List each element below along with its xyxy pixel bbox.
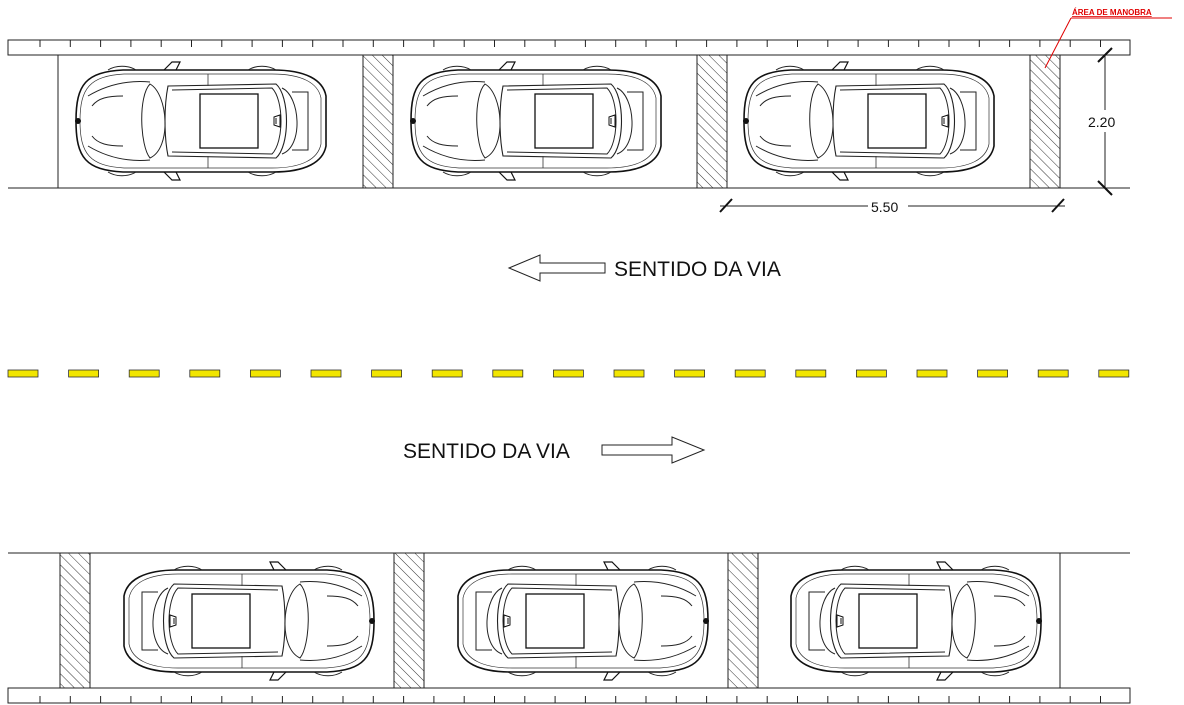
top-curb-ticks — [39, 40, 1101, 47]
top-row-maneuver-areas — [362, 54, 1061, 189]
lane-dash — [613, 369, 645, 378]
top-curb — [7, 39, 1131, 56]
bottom-curb — [7, 687, 1131, 704]
parked-car — [790, 561, 1043, 681]
lane-dash — [977, 369, 1008, 378]
lane-dash — [1037, 369, 1069, 378]
bottom-curb-ticks — [39, 696, 1101, 703]
bottom-direction-label: SENTIDO DA VIA — [403, 440, 570, 463]
lane-dash — [431, 369, 463, 378]
maneuver-area — [59, 552, 91, 689]
lane-dash — [856, 369, 887, 378]
length-dimension: 5.50 — [719, 198, 1065, 216]
lane-divider — [7, 369, 1130, 378]
lane-dash — [1098, 369, 1130, 378]
maneuver-area — [1029, 54, 1061, 189]
direction-left: SENTIDO DA VIA — [507, 254, 781, 282]
lane-dash — [674, 369, 705, 378]
lane-dash — [128, 369, 160, 378]
lane-dash — [916, 369, 948, 378]
width-dimension-label: 2.20 — [1088, 114, 1115, 130]
parked-car — [74, 61, 327, 181]
maneuver-area — [696, 54, 728, 189]
bottom-row-maneuver-areas — [59, 552, 759, 689]
lane-dash — [68, 369, 99, 378]
lane-dash — [371, 369, 403, 378]
arrow-left-icon — [507, 254, 606, 282]
arrow-right-icon — [601, 436, 706, 464]
lane-dash — [7, 369, 39, 378]
lane-dash — [189, 369, 221, 378]
lane-dash — [310, 369, 342, 378]
lane-dash — [553, 369, 584, 378]
maneuver-area — [393, 552, 425, 689]
direction-right: SENTIDO DA VIA — [403, 436, 706, 464]
parked-car — [457, 561, 710, 681]
maneuver-area — [727, 552, 759, 689]
lane-dash — [492, 369, 524, 378]
bottom-row-cars — [123, 561, 1043, 681]
parked-car — [742, 61, 995, 181]
width-dimension: 2.20 — [1086, 47, 1126, 196]
lane-dash — [795, 369, 827, 378]
top-row-cars — [74, 61, 995, 181]
parked-car — [123, 561, 376, 681]
top-direction-label: SENTIDO DA VIA — [614, 258, 781, 281]
lane-dash — [734, 369, 766, 378]
parked-car — [409, 61, 662, 181]
maneuver-area — [362, 54, 394, 189]
length-dimension-label: 5.50 — [871, 199, 898, 215]
lane-dash — [249, 369, 281, 378]
maneuver-area-label: ÁREA DE MANOBRA — [1072, 8, 1152, 17]
maneuver-area-annotation: ÁREA DE MANOBRA — [1044, 8, 1172, 69]
